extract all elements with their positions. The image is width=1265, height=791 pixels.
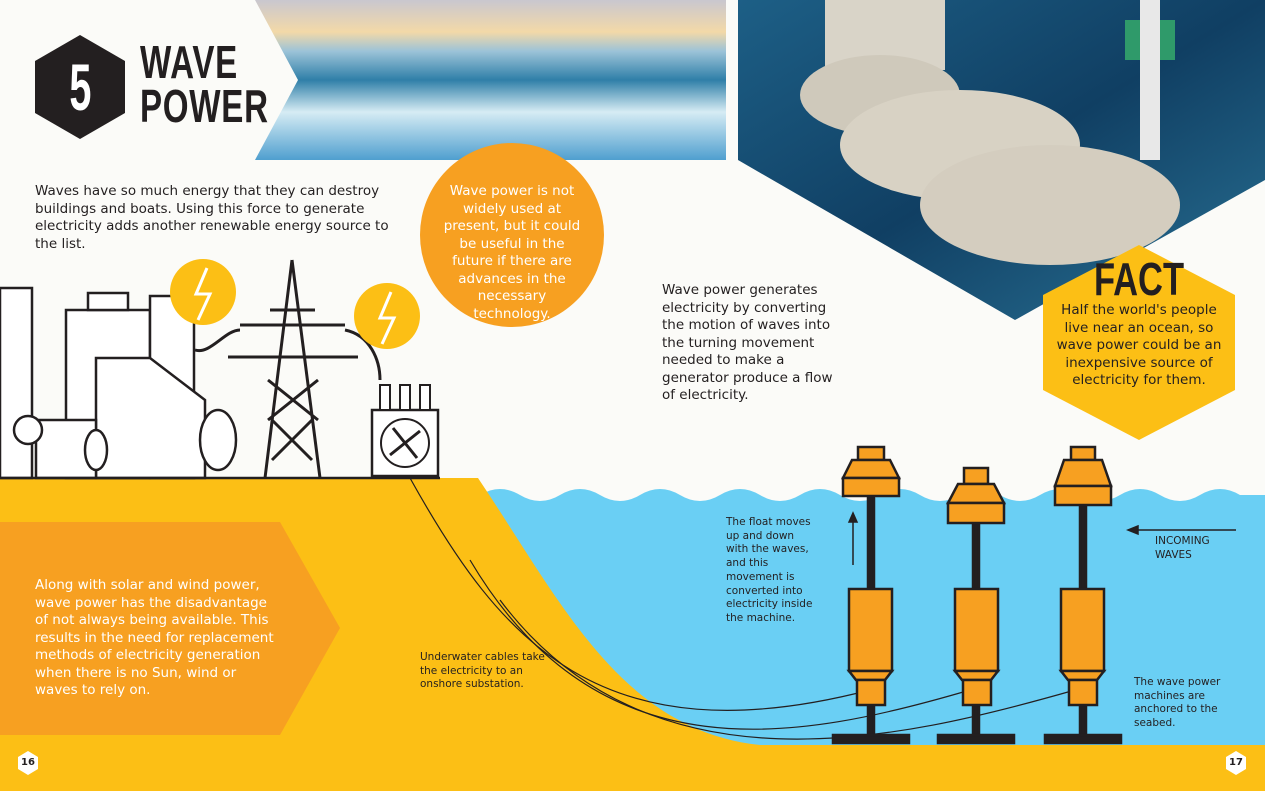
anchored-label: The wave power machines are anchored to … — [1134, 676, 1221, 730]
left-arrow-icon — [1125, 524, 1236, 536]
float-label: The float moves up and down with the wav… — [726, 516, 813, 624]
page-number-left: 16 — [21, 757, 35, 768]
fact-text: Half the world's people live near an oce… — [1056, 302, 1222, 388]
callout-circle — [420, 143, 604, 327]
coast-ground — [0, 478, 1265, 791]
orange-chevron — [0, 522, 340, 735]
explanation-text: Wave power generates electricity by conv… — [662, 282, 833, 403]
chapter-hexagon — [35, 35, 125, 139]
fact-heading: FACT — [1093, 253, 1185, 305]
wave-machine — [831, 445, 911, 745]
cables-label: Underwater cables take the electricity t… — [420, 651, 545, 691]
pylon — [194, 259, 382, 479]
underwater-cables — [409, 477, 1076, 740]
intro-text: Waves have so much energy that they can … — [35, 183, 389, 252]
ocean-photo — [255, 0, 726, 160]
wave-energy-structure-photo — [738, 0, 1265, 320]
wave-machine — [1043, 445, 1123, 745]
city-buildings — [0, 286, 440, 480]
lightning-icon — [170, 259, 236, 325]
wave-power-machines — [831, 445, 1123, 745]
page-hexagon-left — [18, 751, 38, 775]
fact-hexagon — [1043, 245, 1235, 440]
disadvantage-text: Along with solar and wind power, wave po… — [35, 577, 274, 698]
wave-machine — [936, 466, 1016, 745]
page-number-right: 17 — [1229, 757, 1243, 768]
up-arrow-icon — [847, 511, 859, 565]
substation — [370, 384, 440, 478]
page-hexagon-right — [1226, 751, 1246, 775]
chapter-number: 5 — [68, 50, 92, 124]
incoming-waves-label: INCOMING WAVES — [1155, 535, 1210, 561]
callout-text: Wave power is not widely used at present… — [443, 183, 581, 322]
lightning-icon — [354, 283, 420, 349]
